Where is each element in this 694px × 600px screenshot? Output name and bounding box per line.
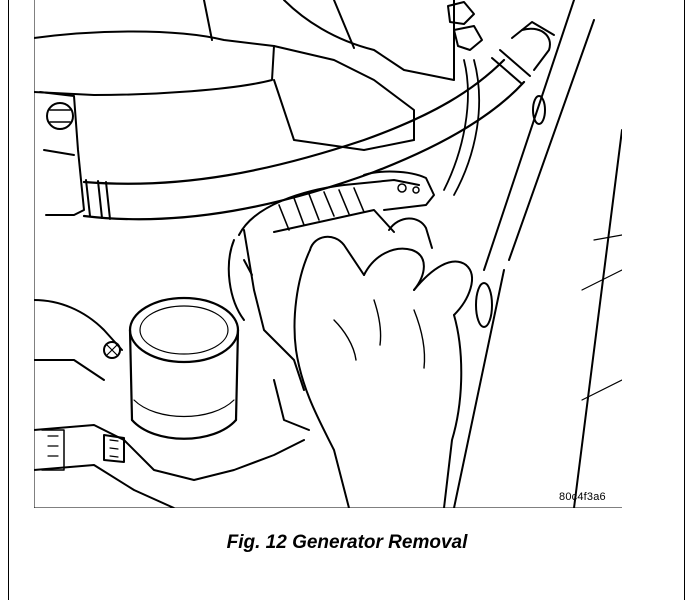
figure-caption: Fig. 12 Generator Removal	[226, 532, 468, 553]
generator-removal-illustration	[34, 0, 622, 508]
page-border-right	[684, 0, 685, 600]
figure-id-label: 80c4f3a6	[559, 491, 606, 503]
page-border-left	[8, 0, 9, 600]
